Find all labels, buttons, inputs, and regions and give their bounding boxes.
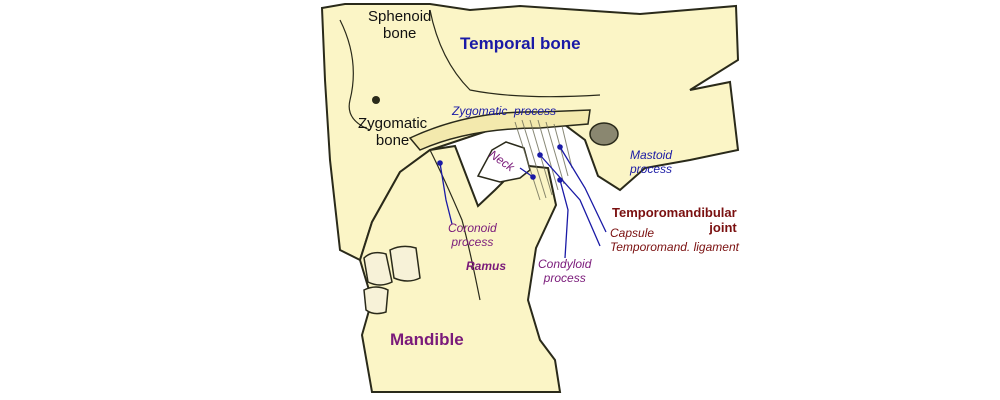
label-zygomatic-bone: Zygomatic bone: [358, 115, 428, 150]
label-mastoid-process: Mastoid process: [630, 148, 673, 176]
label-temporal-bone: Temporal bone: [460, 34, 581, 53]
label-condyloid-process: Condyloid process: [538, 257, 592, 285]
coronoid-edge: [429, 149, 481, 301]
capsule-leader: [559, 146, 607, 233]
label-temporomandibular-joint: Temporomandibular joint: [612, 205, 737, 235]
label-capsule: Capsule: [610, 226, 655, 240]
joint-capsule-shading: [514, 119, 573, 201]
molar-teeth: [363, 245, 421, 315]
label-temporomandibular-ligament: Temporomand. ligament: [610, 240, 739, 254]
label-ramus: Ramus: [466, 259, 507, 273]
temporal-ridge: [429, 9, 601, 98]
ear-canal-opening: [589, 122, 619, 146]
foramen: [372, 96, 380, 104]
leader-lines: [439, 146, 607, 259]
label-coronoid-process: Coronoid process: [448, 221, 497, 249]
label-mandible: Mandible: [390, 330, 464, 349]
ligament-leader: [539, 154, 601, 247]
zygomatic-arch: [408, 109, 591, 151]
coronoid-leader: [439, 162, 453, 225]
sphenoid-suture: [339, 19, 371, 131]
label-sphenoid-bone: Sphenoid bone: [368, 8, 432, 43]
leader-dots: [437, 144, 563, 183]
label-zygomatic-process: Zygomatic process: [452, 104, 557, 118]
condyloid-leader: [559, 179, 569, 259]
